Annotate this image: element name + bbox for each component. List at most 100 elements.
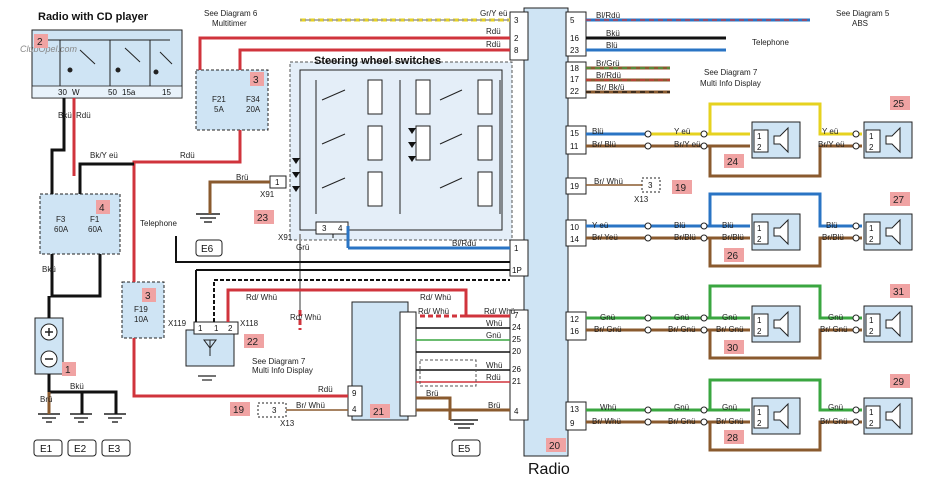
badge-30: 30 [724, 340, 744, 354]
pin-50: 50 [108, 88, 117, 97]
speaker-pin-2: 2 [757, 235, 762, 244]
radio-rpin-19: 19 [570, 182, 579, 191]
steering-internals [299, 69, 503, 231]
wire-r-brbku-label: Br/ Bk/ü [596, 83, 624, 92]
radio-main-box [523, 7, 569, 457]
diag5-ref-line1: See Diagram 5 [836, 9, 890, 18]
pin-15: 15 [162, 88, 171, 97]
badge-19: 19 [672, 180, 692, 194]
speaker-pin-1: 1 [757, 408, 762, 417]
speaker-pin-1: 1 [757, 132, 762, 141]
s30-label-b: Br/ Gnü [594, 325, 622, 334]
svg-text:3: 3 [253, 75, 259, 86]
x91-pin1: 1 [275, 178, 280, 187]
radio-rpin-11: 11 [570, 142, 579, 151]
radio-rpin-16b: 16 [570, 327, 579, 336]
wire-rdwhu2-label: Rd/ Whü [420, 293, 451, 302]
speaker-row-26-outer-speaker: 12 [863, 213, 913, 251]
badge-4: 4 [96, 200, 110, 214]
radio-lpin-4: 4 [514, 407, 519, 416]
s30-label-a: Gnü [600, 313, 615, 322]
ground-e6 [195, 239, 223, 257]
diag6-ref-line2: Multitimer [212, 19, 247, 28]
wire-gru-label: Grü [296, 243, 309, 252]
fuse-f19: F19 [134, 305, 148, 314]
s30-label-c: Gnü [674, 313, 689, 322]
badge-27: 27 [890, 192, 910, 206]
badge-25: 25 [890, 96, 910, 110]
wire-r-brgru-label: Br/Grü [596, 59, 620, 68]
radio-cd-internals [48, 39, 173, 86]
steering-title: Steering wheel switches [314, 55, 441, 67]
x91-lower-connector [315, 221, 349, 235]
svg-text:30: 30 [727, 343, 739, 354]
ground-e5-symbol [450, 419, 478, 429]
speaker-icon [773, 402, 789, 430]
ground-e3-label: E3 [108, 444, 121, 455]
m21-pin4: 4 [352, 405, 357, 414]
radio-right-conn-3 [565, 125, 587, 155]
svg-text:29: 29 [893, 377, 905, 388]
antenna-icon [203, 339, 217, 349]
badge-22: 22 [244, 334, 264, 348]
fuse-f3-value: 60A [54, 225, 69, 234]
s26-label-e: Blü [722, 221, 734, 230]
fuse-f3: F3 [56, 215, 66, 224]
radio-rpin-13: 13 [570, 405, 579, 414]
ground-e6-label: E6 [201, 244, 214, 255]
speaker-icon [773, 310, 789, 338]
telephone-right-label: Telephone [752, 38, 789, 47]
x91-label-a: X91 [260, 190, 275, 199]
s26-label-b: Br/ Yeü [592, 233, 618, 242]
s28-label-a: Whü [600, 403, 616, 412]
svg-text:3: 3 [145, 291, 151, 302]
ground-antenna [198, 375, 216, 381]
speaker-pin-2: 2 [757, 419, 762, 428]
radio-lpin-1p: 1P [512, 266, 522, 275]
wire-bku-v-label: Bkü [58, 111, 72, 120]
wire-r-brrdu-label: Br/Rdü [596, 71, 621, 80]
x119-pin1: 1 [198, 324, 203, 333]
svg-text:28: 28 [727, 433, 739, 444]
wire-mid-whu1-label: Whü [486, 319, 502, 328]
speaker-pin-2: 2 [869, 235, 874, 244]
x91-label-b: X91 [278, 233, 293, 242]
x119-pin1b: 1 [214, 324, 219, 333]
radio-right-conn-5 [565, 219, 587, 247]
speaker-pin-1: 1 [757, 316, 762, 325]
steering-switch-box [289, 61, 513, 241]
splice-box [419, 359, 477, 387]
wire-r-brwhu-label: Br/ Whü [594, 177, 623, 186]
svg-text:22: 22 [247, 337, 259, 348]
svg-text:25: 25 [893, 99, 905, 110]
s28-label-g: Gnü [828, 403, 843, 412]
ground-e2 [67, 439, 97, 457]
radio-rpin-16: 16 [570, 34, 579, 43]
speaker-row-26-inner-speaker: 12 [751, 213, 801, 251]
wire-r-bku-label: Bkü [606, 29, 620, 38]
pin-30: 30 [58, 88, 67, 97]
radio-rpin-23: 23 [570, 46, 579, 55]
radio-cd-title: Radio with CD player [38, 11, 149, 23]
s26-label-c: Blü [674, 221, 686, 230]
speaker-row-30-outer-speaker: 12 [863, 305, 913, 343]
x13-lower-pin3: 3 [272, 406, 277, 415]
badge-3: 3 [142, 288, 156, 302]
diag7-ref-line2: Multi Info Display [700, 79, 761, 88]
speaker-pin-1: 1 [869, 224, 874, 233]
wire-mid-whu2-label: Whü [486, 361, 502, 370]
radio-lpin-25: 25 [512, 335, 521, 344]
x119-pin2: 2 [228, 324, 233, 333]
radio-left-conn-mid [509, 239, 529, 277]
s28-label-h: Br/ Gnü [820, 417, 848, 426]
module21-connector [347, 385, 363, 417]
badge-23: 23 [254, 210, 274, 224]
s24-label-a: Blü [592, 127, 604, 136]
radio-lpin-20: 20 [512, 347, 521, 356]
s26-label-a: Y eü [592, 221, 608, 230]
wire-bku2-label: Bkü [42, 265, 56, 274]
svg-text:19: 19 [675, 183, 687, 194]
